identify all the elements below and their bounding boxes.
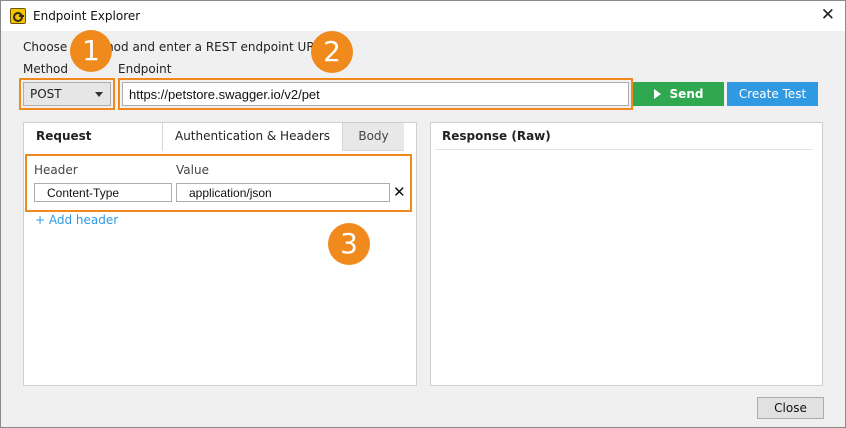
- response-title: Response (Raw): [442, 129, 551, 143]
- chevron-down-icon: [95, 92, 103, 97]
- callout-badge-2: 2: [311, 31, 353, 73]
- title-bar: Endpoint Explorer ✕: [1, 1, 845, 31]
- response-panel: Response (Raw): [430, 122, 823, 386]
- response-divider: [435, 149, 813, 150]
- header-value-input[interactable]: [176, 183, 390, 202]
- endpoint-url-input[interactable]: [122, 82, 629, 106]
- tab-body[interactable]: Body: [342, 123, 404, 151]
- method-select-value: POST: [30, 87, 62, 101]
- method-select[interactable]: POST: [23, 82, 111, 106]
- callout-highlight-method: [19, 78, 115, 110]
- send-button-label: Send: [669, 87, 704, 101]
- instruction-text: Choose a method and enter a REST endpoin…: [23, 40, 322, 54]
- endpoint-label: Endpoint: [118, 62, 172, 76]
- callout-highlight-headers: [25, 154, 412, 212]
- window-title: Endpoint Explorer: [33, 9, 141, 23]
- tab-authentication-headers[interactable]: Authentication & Headers: [162, 123, 342, 151]
- close-icon[interactable]: ✕: [820, 5, 835, 25]
- play-icon: [653, 89, 661, 99]
- add-header-link[interactable]: + Add header: [35, 213, 119, 227]
- send-button[interactable]: Send: [633, 82, 724, 106]
- header-name-input[interactable]: [34, 183, 172, 202]
- create-test-button[interactable]: Create Test: [727, 82, 818, 106]
- header-column-label: Header: [34, 163, 78, 177]
- callout-badge-3: 3: [328, 223, 370, 265]
- remove-header-icon[interactable]: ✕: [393, 183, 406, 201]
- tab-request[interactable]: Request: [24, 123, 162, 151]
- close-button[interactable]: Close: [757, 397, 824, 419]
- callout-badge-1: 1: [70, 30, 112, 72]
- method-label: Method: [23, 62, 69, 76]
- app-icon: [10, 8, 26, 24]
- value-column-label: Value: [176, 163, 209, 177]
- callout-highlight-endpoint: [118, 78, 633, 110]
